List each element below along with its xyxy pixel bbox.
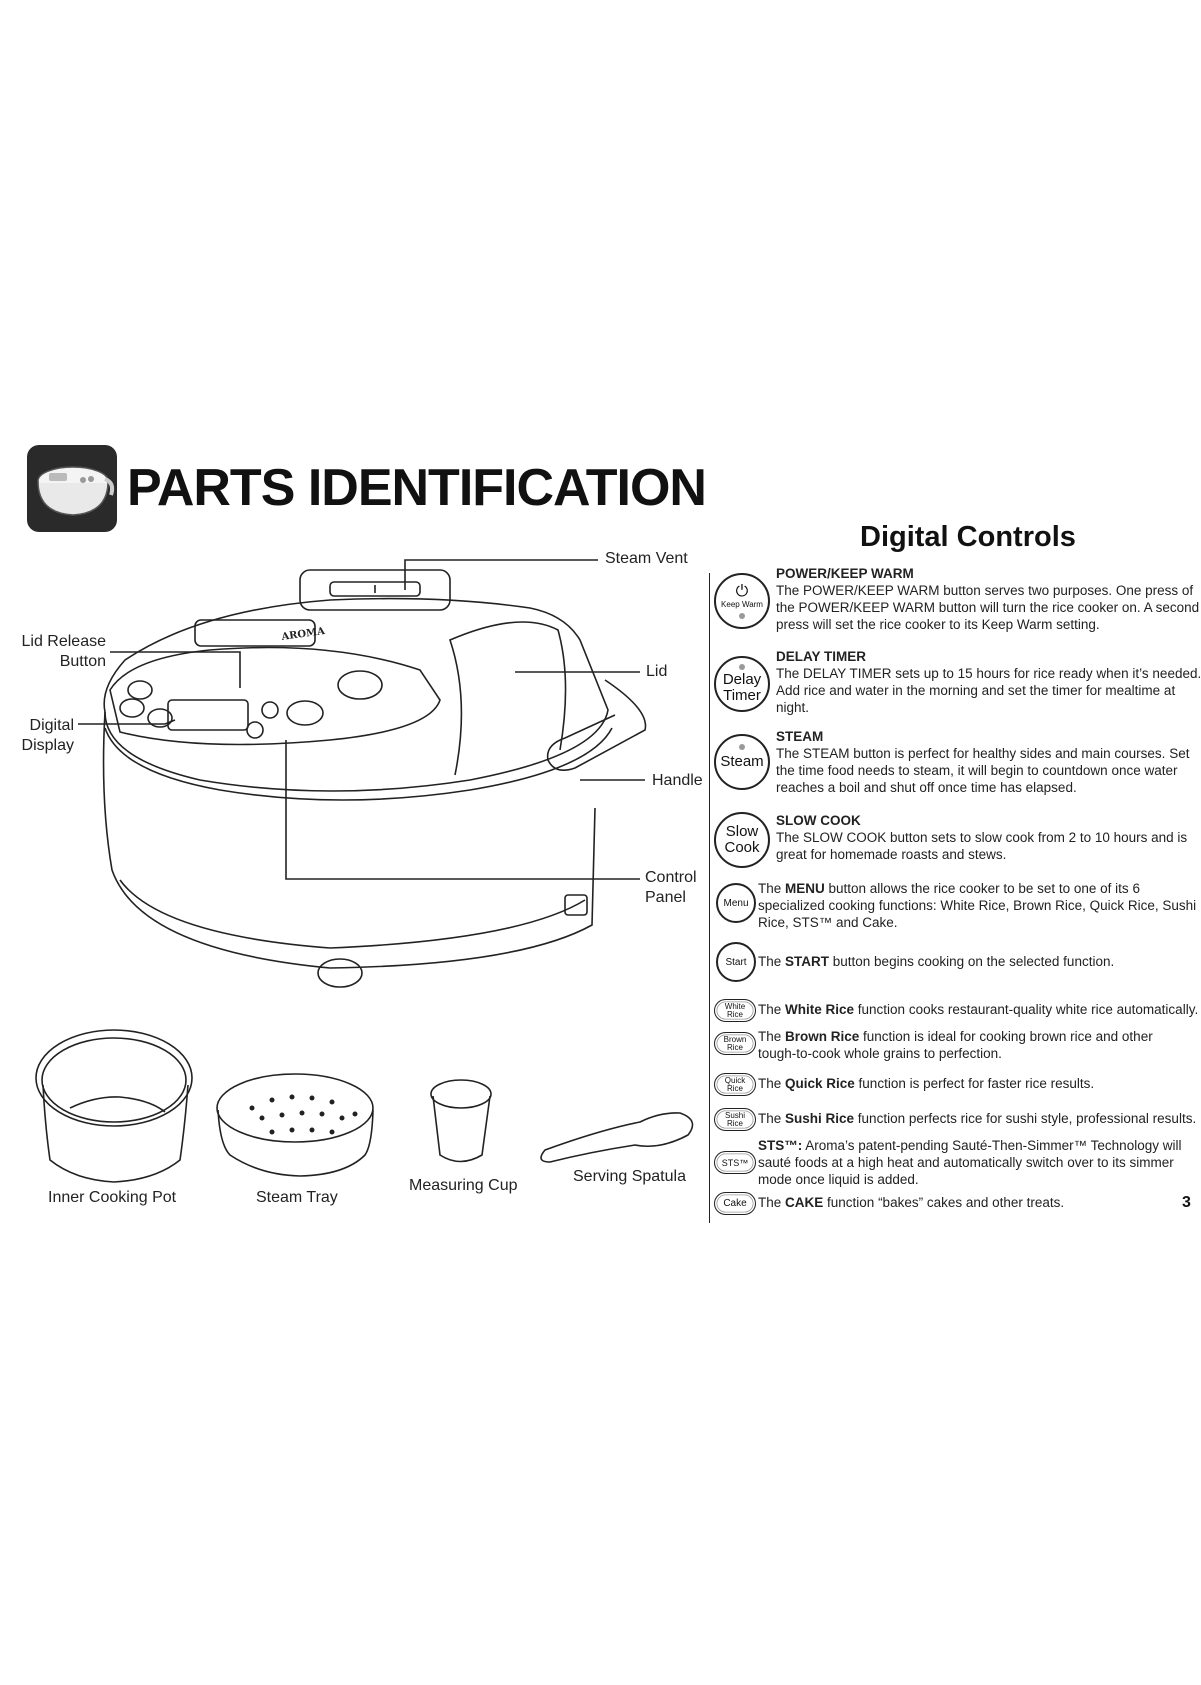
control-name: STEAM [776, 729, 824, 744]
handle-label: Handle [652, 772, 703, 789]
steam-tray-label: Steam Tray [256, 1189, 338, 1206]
lid-release-label-line2: Button [59, 653, 106, 670]
digital-display-label-line2: Display [21, 737, 74, 754]
power-keep-warm-button: ⏻ Keep Warm [714, 573, 770, 629]
sts-button: STS™ [714, 1151, 756, 1174]
control-name: Sushi Rice [785, 1111, 855, 1126]
page-number: 3 [1182, 1194, 1191, 1211]
brand-logo: AROMA [280, 626, 326, 643]
control-name: SLOW COOK [776, 813, 861, 828]
inner-cooking-pot-label: Inner Cooking Pot [48, 1189, 177, 1206]
control-panel-label-line1: Control [645, 869, 697, 886]
control-name: POWER/KEEP WARM [776, 566, 914, 581]
menu-button: Menu [716, 883, 756, 923]
control-start: Start The START button begins cooking on… [714, 942, 1192, 984]
slow-cook-button: Slow Cook [714, 812, 770, 868]
control-power-keep-warm: ⏻ Keep Warm POWER/KEEP WARM The POWER/KE… [714, 565, 1199, 633]
digital-display-label: Digital Display [10, 716, 74, 756]
indicator-dot [739, 744, 745, 750]
control-name: MENU [785, 881, 825, 896]
steam-button: Steam [714, 734, 770, 790]
control-name: START [785, 954, 830, 969]
indicator-dot [739, 612, 745, 619]
control-panel-label-line2: Panel [645, 889, 686, 906]
lid-release-label-line1: Lid Release [21, 633, 107, 650]
section-divider [709, 573, 710, 1223]
control-steam: Steam STEAM The STEAM button is perfect … [714, 728, 1192, 800]
start-button: Start [716, 942, 756, 982]
page-title: PARTS IDENTIFICATION [127, 459, 707, 517]
control-menu: Menu The MENU button allows the rice coo… [714, 880, 1196, 936]
serving-spatula-label: Serving Spatula [573, 1168, 686, 1185]
rice-cooker-illustration: AROMA [35, 559, 694, 1183]
control-name: Brown Rice [785, 1029, 860, 1044]
cake-button: Cake [714, 1192, 756, 1215]
control-name: White Rice [785, 1002, 855, 1017]
control-name: CAKE [785, 1195, 824, 1210]
digital-controls-title: Digital Controls [860, 521, 1076, 553]
control-delay-timer: Delay Timer DELAY TIMER The DELAY TIMER … [714, 648, 1201, 720]
control-panel-label: Control Panel [645, 868, 697, 908]
rice-cooker-icon [27, 445, 117, 532]
control-cake: Cake The CAKE function “bakes” cakes and… [714, 1191, 1192, 1217]
control-slow-cook: Slow Cook SLOW COOK The SLOW COOK button… [714, 812, 1192, 874]
control-name: DELAY TIMER [776, 649, 867, 664]
steam-vent-label: Steam Vent [605, 550, 688, 567]
power-icon: ⏻ [735, 582, 749, 600]
control-name: STS™: [758, 1138, 803, 1153]
indicator-dot [739, 664, 745, 670]
delay-timer-button: Delay Timer [714, 656, 770, 712]
digital-display-label-line1: Digital [29, 717, 74, 734]
control-name: Quick Rice [785, 1076, 855, 1091]
lid-label: Lid [646, 663, 668, 680]
measuring-cup-label: Measuring Cup [409, 1177, 518, 1194]
control-sts: STS™ STS™: Aroma’s patent-pending Sauté-… [714, 1137, 1192, 1191]
lid-release-button-label: Lid Release Button [20, 632, 107, 672]
